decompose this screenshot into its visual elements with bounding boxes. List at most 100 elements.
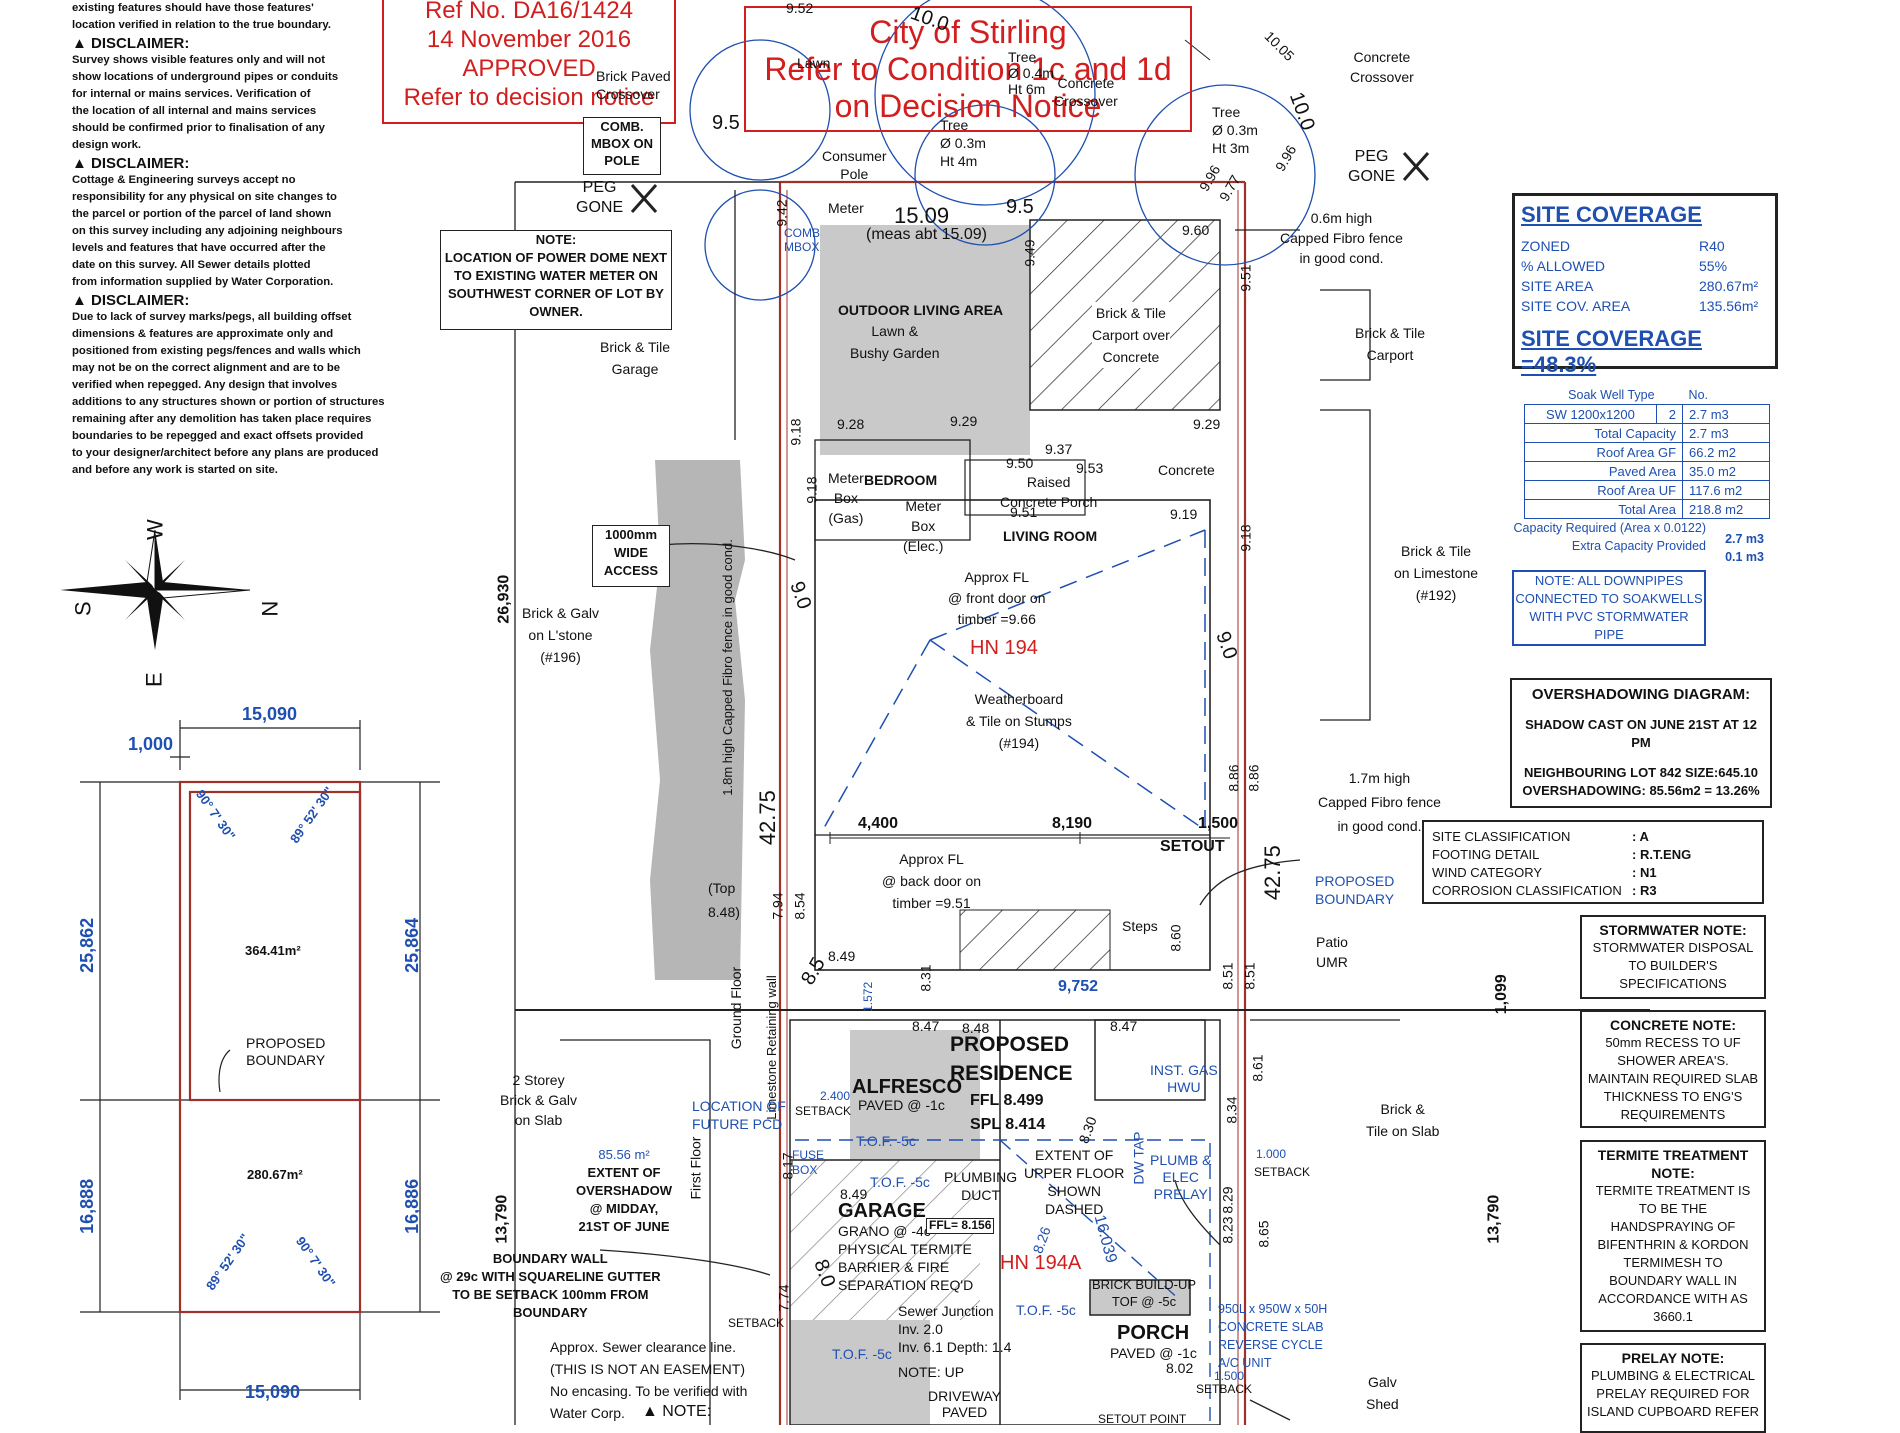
label-line: Carport over [1092, 327, 1170, 343]
label-line: Lawn & [871, 323, 919, 339]
label-line: Brick & Tile [600, 339, 671, 355]
level: 9.52 [786, 0, 814, 16]
label-line: Galv [1367, 1374, 1397, 1390]
disclaimer-1-line: design work. [72, 139, 142, 151]
label-line: PRELAY [1153, 1186, 1208, 1202]
lot-depth-right: 42.75 [1259, 845, 1285, 901]
soak-cell: SW 1200x1200 [1524, 404, 1657, 424]
soak-cell: 2.7 m3 [1682, 423, 1770, 443]
note-line: 3660.1 [1653, 1309, 1693, 1324]
soak-cell: Roof Area UF [1523, 480, 1684, 500]
level: 8.48 [962, 1020, 990, 1036]
label-line: BARRIER & FIRE [838, 1259, 950, 1275]
note-line: THICKNESS TO ENG'S [1603, 1089, 1743, 1104]
power-note-line: SOUTHWEST CORNER OF LOT BY [448, 286, 664, 301]
level: 9.49 [1021, 239, 1038, 267]
peg-line: GONE [576, 199, 624, 216]
level: 8.31 [917, 964, 934, 992]
prelay-note: PRELAY NOTE: PLUMBING & ELECTRICAL PRELA… [1580, 1343, 1766, 1433]
lot-depth: 42.75 [754, 790, 780, 846]
setback-label: SETBACK [1254, 1165, 1311, 1179]
label-line: OVERSHADOW [576, 1183, 673, 1198]
label-line: No encasing. To be verified with [550, 1383, 748, 1399]
access-line: ACCESS [603, 563, 659, 578]
first-floor: First Floor [687, 1136, 704, 1200]
soak-extra-label: Extra Capacity Provided [1571, 539, 1706, 553]
label-line: timber =9.51 [892, 895, 971, 911]
setout-point: SETOUT POINT [1098, 1412, 1187, 1426]
label-line: DASHED [1045, 1201, 1104, 1217]
weatherboard-label: Weatherboard& Tile on Stumps(#194) [966, 688, 1072, 754]
lot-depth-left: 26,930 [495, 574, 513, 624]
label-line: (#192) [1415, 587, 1457, 603]
compass-west: W [142, 519, 168, 541]
mbox-line: COMB. [600, 119, 644, 134]
label-line: Raised [1026, 474, 1071, 490]
access-line: 1000mm [604, 527, 658, 542]
label-line: DUCT [961, 1187, 1000, 1203]
stamp-refer: Refer to decision notice [403, 84, 655, 111]
stormwater-note: STORMWATER NOTE: STORMWATER DISPOSAL TO … [1580, 915, 1766, 999]
level: 7.74 [775, 1284, 792, 1312]
class-label: CORROSION CLASSIFICATION [1432, 883, 1622, 898]
alfresco-label: ALFRESCO [852, 1076, 962, 1098]
label-line: Pole [840, 166, 869, 182]
concrete-label: Concrete [1158, 462, 1215, 478]
level: 9.18 [803, 476, 820, 504]
driveway-shade [790, 1320, 930, 1425]
label-line: UMR [1316, 954, 1348, 970]
level: 9.18 [1237, 524, 1254, 552]
disclaimer-2-line: levels and features that have occurred a… [72, 242, 326, 254]
label-line: 21ST OF JUNE [578, 1219, 670, 1234]
label-line: COMB [784, 226, 820, 240]
downpipes-line: PIPE [1594, 627, 1624, 642]
sewer-clearance: Approx. Sewer clearance line.(THIS IS NO… [550, 1336, 747, 1424]
level: 1.500 [1214, 1369, 1245, 1383]
soak-header: No. [1688, 388, 1708, 402]
level: 8.34 [1223, 1096, 1240, 1124]
label-line: Approx FL [964, 569, 1030, 585]
soak-cell: 117.6 m2 [1682, 480, 1770, 500]
site-coverage-result: SITE COVERAGE =48.3% [1521, 326, 1702, 377]
disclaimer-panel: existing features should have those feat… [72, 0, 392, 479]
level: 8.86 [1225, 764, 1242, 792]
disclaimer-1-line: for internal or mains services. Verifica… [72, 88, 311, 100]
label-line: CONCRETE SLAB [1218, 1320, 1324, 1334]
note-line: TERMIMESH TO [1623, 1255, 1723, 1270]
sc-label: % ALLOWED [1521, 258, 1606, 274]
level: 9.51 [1010, 504, 1038, 520]
level: 8.47 [912, 1018, 940, 1034]
tree-line: Tree [1008, 49, 1037, 65]
sc-label: SITE COV. AREA [1521, 298, 1631, 314]
spl-label: SPL 8.414 [970, 1116, 1046, 1133]
fence-left-label: 1.8m high Capped Fibro fence in good con… [719, 539, 735, 796]
subdiv-pb-line: BOUNDARY [246, 1052, 326, 1068]
label-line: Crossover [1054, 93, 1118, 109]
label-line: Crossover [1350, 69, 1414, 85]
label-line: MBOX [784, 240, 820, 254]
stamp-condition: Refer to Condition 1c and 1d [764, 51, 1172, 87]
outdoor-living-shade [820, 225, 1030, 455]
level: 1.000 [1256, 1147, 1287, 1161]
label-line: Shed [1366, 1396, 1399, 1412]
disclaimer-1-title: DISCLAIMER: [91, 35, 190, 52]
setback-label: SETBACK [728, 1316, 785, 1330]
class-label: FOOTING DETAIL [1432, 847, 1540, 862]
sc-value: 135.56m² [1699, 298, 1759, 314]
council-stamp: City of Stirling Refer to Condition 1c a… [744, 6, 1192, 132]
stamp-approved: APPROVED [462, 55, 596, 82]
warning-icon: ▲ [72, 155, 92, 172]
level: 9.5 [1006, 196, 1034, 218]
level: 8.54 [791, 892, 808, 920]
overshadowing-line: NEIGHBOURING LOT 842 SIZE:645.10 [1523, 765, 1759, 780]
